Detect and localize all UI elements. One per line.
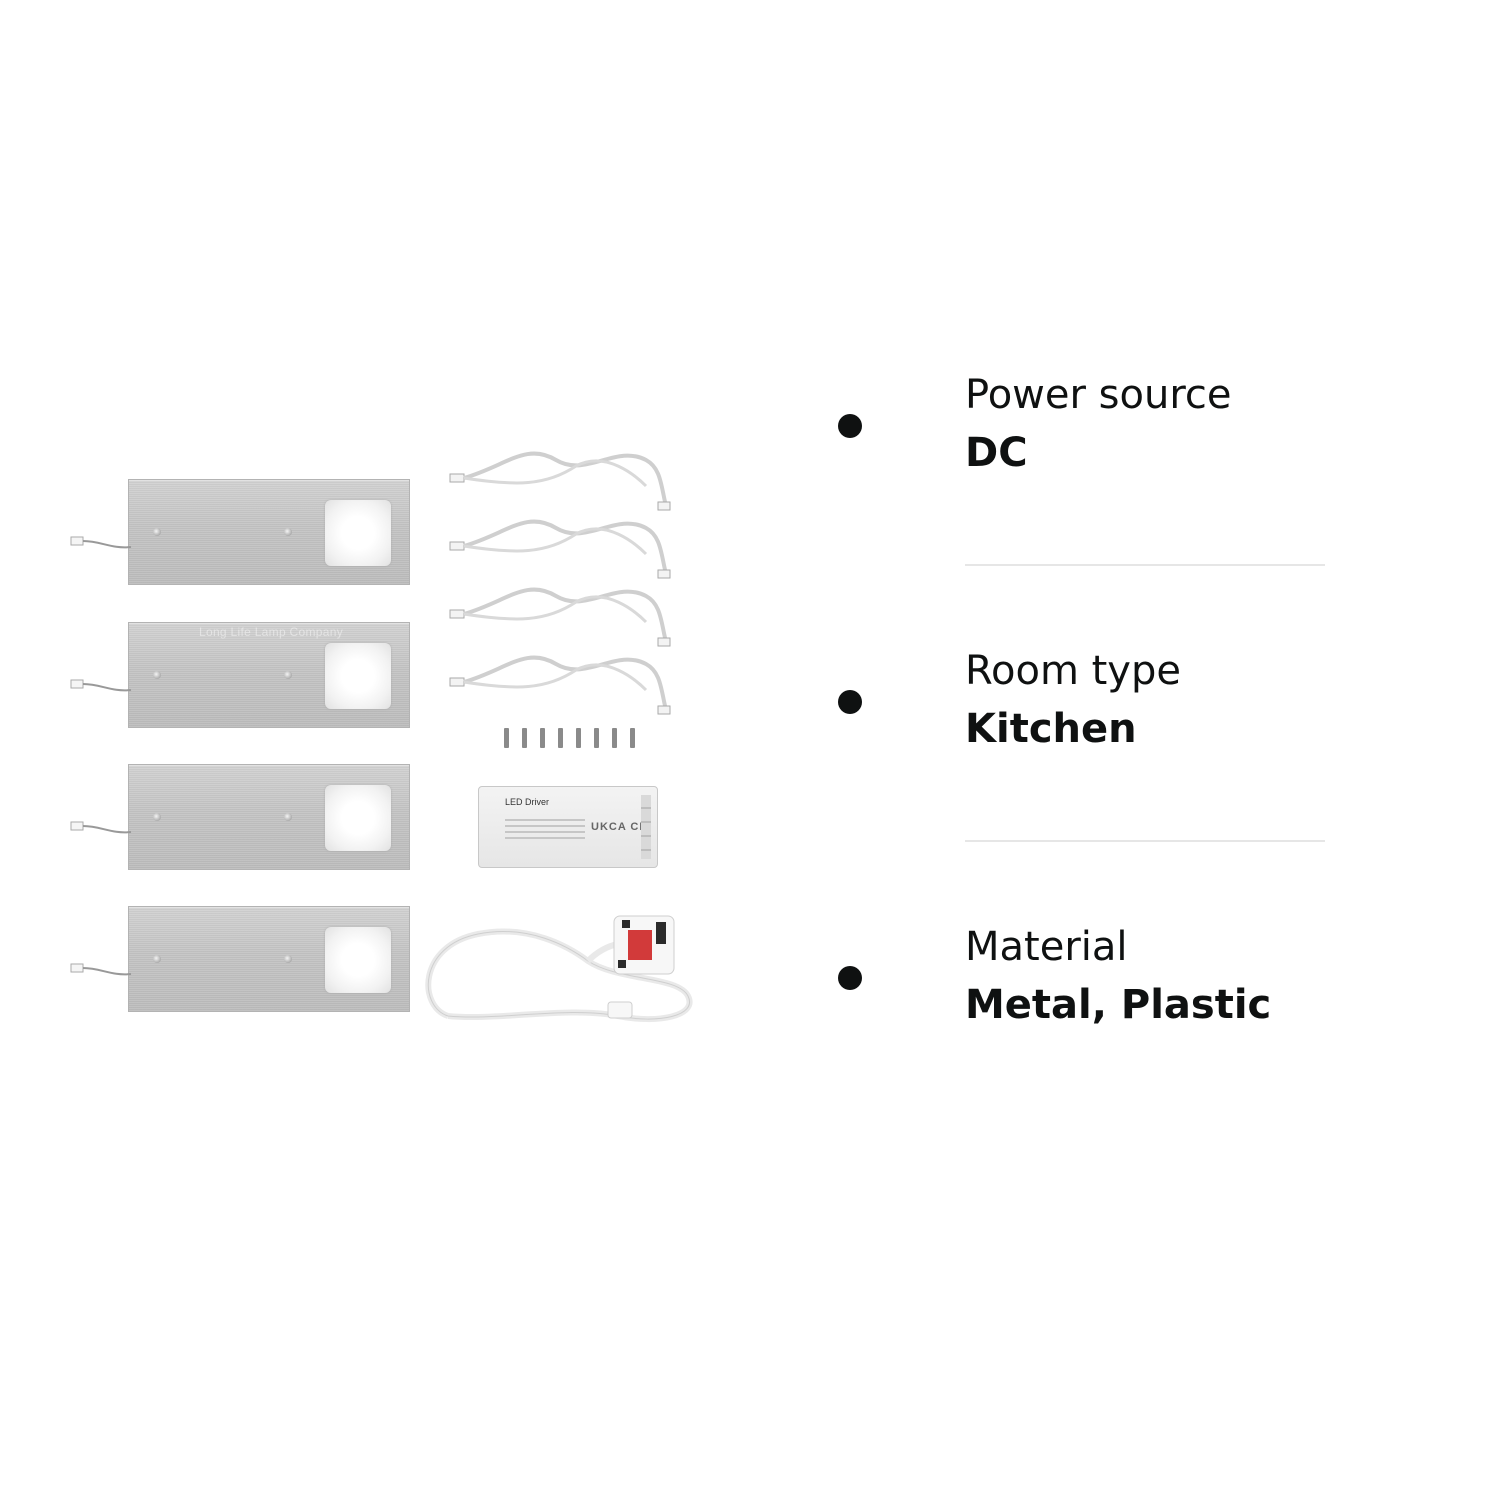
spec-value: DC (965, 430, 1028, 476)
screw-hole (153, 955, 161, 963)
certification-marks: UKCA CE (591, 821, 648, 833)
led-lens (325, 643, 391, 709)
spec-value: Kitchen (965, 706, 1137, 752)
bullet-icon (838, 966, 862, 990)
spec-item-room-type: Room type Kitchen (820, 636, 1340, 912)
led-lens (325, 927, 391, 993)
screw-hole (284, 671, 292, 679)
divider (965, 840, 1325, 842)
screw-hole (153, 813, 161, 821)
product-image: Long Life Lamp Company (70, 451, 693, 1023)
power-plug-icon (425, 915, 693, 1023)
screw-hole (284, 813, 292, 821)
panel-wire (70, 963, 132, 976)
spec-list: Power source DC Room type Kitchen Materi… (820, 360, 1340, 1188)
driver-label: LED Driver (505, 797, 550, 807)
spec-label: Power source (965, 372, 1232, 418)
screw-hole (153, 671, 161, 679)
screw-hole (284, 528, 292, 536)
led-lens (325, 500, 391, 566)
watermark-text: Long Life Lamp Company (199, 625, 344, 639)
spec-label: Material (965, 924, 1128, 970)
panel-wire (70, 821, 132, 834)
spec-item-material: Material Metal, Plastic (820, 912, 1340, 1188)
led-driver: LED Driver UKCA CE (478, 786, 658, 868)
screw-hole (284, 955, 292, 963)
bullet-icon (838, 690, 862, 714)
extension-cable-icon (449, 587, 671, 647)
extension-cable-icon (449, 655, 671, 715)
spec-label: Room type (965, 648, 1181, 694)
extension-cable-icon (449, 519, 671, 579)
panel-wire (70, 679, 132, 692)
driver-spec-lines (505, 815, 585, 843)
screws-icon (504, 728, 635, 748)
led-panel (70, 479, 410, 585)
led-lens (325, 785, 391, 851)
bullet-icon (838, 414, 862, 438)
led-panel (70, 906, 410, 1012)
led-panel: Long Life Lamp Company (70, 622, 410, 728)
driver-terminals (641, 795, 651, 859)
panel-wire (70, 536, 132, 549)
led-panel (70, 764, 410, 870)
spec-item-power-source: Power source DC (820, 360, 1340, 636)
extension-cable-icon (449, 451, 671, 511)
spec-value: Metal, Plastic (965, 982, 1272, 1028)
screw-hole (153, 528, 161, 536)
divider (965, 564, 1325, 566)
